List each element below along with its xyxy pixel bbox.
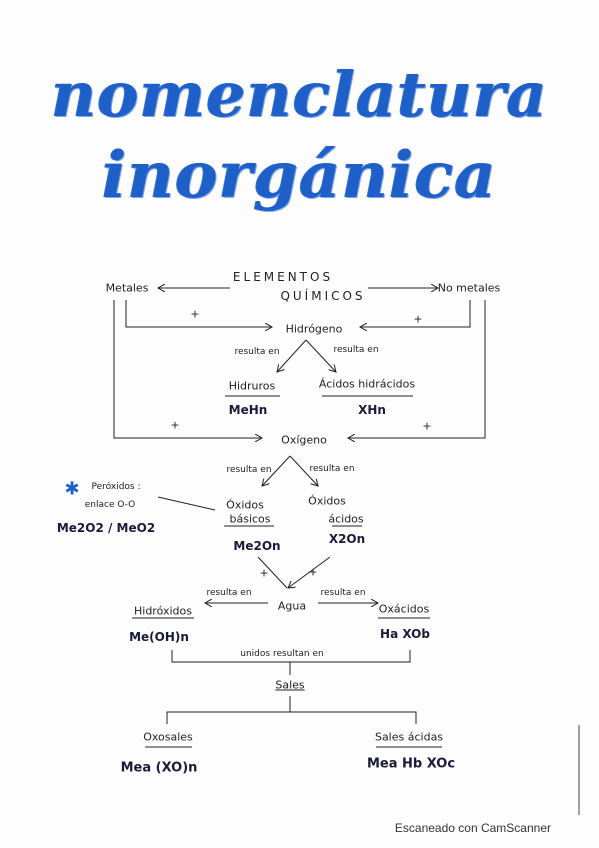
oxidos-basicos-formula: Me2On: [233, 539, 281, 553]
peroxidos-enlace-label: enlace O-O: [84, 500, 136, 510]
unidos-bracket: [171, 650, 411, 663]
hidrogeno-to-hidracidos: [305, 339, 336, 372]
plus-sign: +: [259, 566, 269, 580]
oxidos-basicos-to-agua: [257, 556, 288, 589]
resulta-en-label: resulta en: [206, 588, 252, 598]
oxigeno-to-oxidos-acidos: [289, 455, 318, 486]
peroxidos-link: [157, 496, 216, 511]
sales-acidas-label: Sales ácidas: [374, 730, 444, 744]
elementos-label: ELEMENTOS: [232, 270, 334, 284]
metales-label: Metales: [105, 281, 149, 295]
peroxidos-label: Peróxidos :: [91, 482, 141, 492]
oxosales-label: Oxosales: [143, 730, 193, 744]
plus-sign: +: [170, 418, 180, 432]
oxacidos-label: Oxácidos: [378, 602, 430, 616]
oxigeno-to-oxidos-basicos: [262, 455, 291, 486]
oxacidos-formula: Ha XOb: [380, 627, 430, 641]
plus-sign: +: [190, 307, 200, 321]
hidrogeno-to-hidruros: [277, 339, 307, 372]
oxigeno-label: Oxígeno: [281, 433, 327, 447]
metales-to-hidrogeno: [125, 300, 272, 327]
oxidos-basicos-label: Óxidos: [226, 498, 264, 512]
plus-sign: +: [308, 565, 318, 579]
plus-sign: +: [413, 312, 423, 326]
peroxidos-formula: Me2O2 / MeO2: [56, 521, 156, 535]
acidos-hidracidos-label: Ácidos hidrácidos: [318, 377, 416, 391]
unidos-resultan-label: unidos resultan en: [240, 649, 324, 659]
sales-bracket: [166, 711, 417, 724]
acidos-hidracidos-formula: XHn: [358, 403, 386, 417]
resulta-en-label: resulta en: [234, 347, 280, 357]
hidroxidos-formula: Me(OH)n: [129, 630, 189, 644]
oxidos-acidos-formula: X2On: [328, 532, 366, 546]
resulta-en-label: resulta en: [320, 588, 366, 598]
oxidos-acidos-to-agua: [288, 556, 331, 588]
hidrogeno-label: Hidrógeno: [285, 322, 343, 336]
sales-label: Sales: [275, 678, 305, 692]
resulta-en-label: resulta en: [226, 465, 272, 475]
resulta-en-label: resulta en: [333, 345, 379, 355]
oxosales-formula: Mea (XO)n: [120, 760, 198, 776]
oxidos-acidos-label: Óxidos: [308, 494, 346, 508]
sales-acidas-formula: Mea Hb XOc: [366, 756, 456, 772]
agua-label: Agua: [277, 599, 307, 613]
hidruros-label: Hidruros: [228, 379, 276, 393]
resulta-en-label: resulta en: [309, 464, 355, 474]
no-metales-label: No metales: [437, 281, 501, 295]
plus-sign: +: [422, 419, 432, 433]
title-line-2: inorgánica: [102, 138, 497, 213]
quimicos-label: QUÍMICOS: [280, 289, 366, 303]
hidruros-formula: MeHn: [228, 403, 268, 417]
scanner-watermark: Escaneado con CamScanner: [394, 821, 551, 835]
asterisk-icon: ✱: [64, 478, 80, 500]
oxidos-basicos-label-2: básicos: [229, 512, 271, 526]
nometales-to-oxigeno: [348, 300, 486, 438]
nometales-to-hidrogeno: [360, 300, 471, 327]
hidroxidos-label: Hidróxidos: [134, 604, 192, 618]
metales-to-oxigeno: [113, 300, 262, 438]
title-line-1: nomenclatura: [51, 58, 548, 131]
oxidos-acidos-label-2: ácidos: [328, 512, 364, 526]
